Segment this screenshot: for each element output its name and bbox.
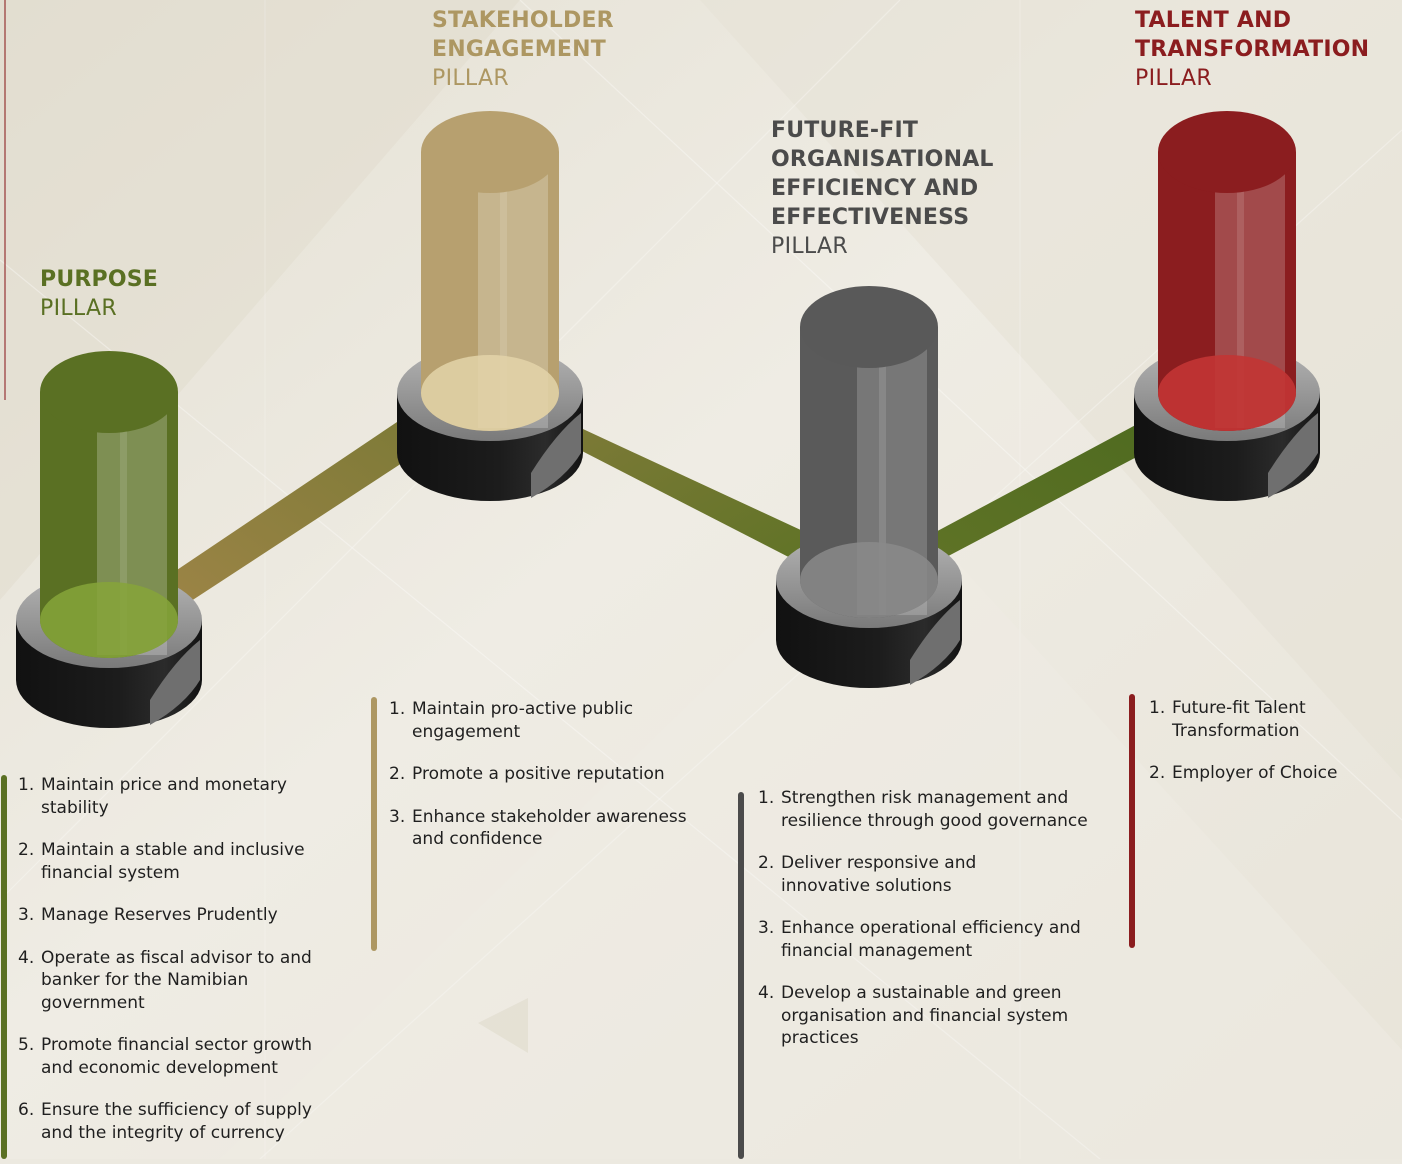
item-number: 2.	[1149, 763, 1166, 783]
list-item: 1. Maintain price and monetary stability	[18, 774, 348, 819]
item-number: 1.	[18, 775, 35, 795]
item-text: Promote financial sector growth and econ…	[41, 1035, 313, 1078]
item-text: Enhance stakeholder awareness and confid…	[412, 806, 687, 850]
item-number: 4.	[758, 983, 775, 1003]
list-item: 1. Strengthen risk management and resilie…	[758, 787, 1091, 832]
item-text: Deliver responsive and innovative soluti…	[781, 853, 977, 896]
accent-bar-purpose	[1, 775, 7, 1159]
pillar-kind: PILLAR	[771, 234, 848, 259]
list-item: 3. Manage Reserves Prudently	[18, 904, 348, 927]
item-text: Ensure the sufficiency of supply and the…	[41, 1100, 312, 1143]
accent-bar-efficiency	[738, 792, 744, 1159]
list-item: 3. Enhance operational efficiency and fin…	[758, 917, 1101, 962]
accent-bar-stakeholder	[371, 697, 377, 951]
list-item: 3. Enhance stakeholder awareness and conf…	[389, 806, 692, 851]
item-text: Operate as fiscal advisor to and banker …	[41, 947, 312, 1013]
item-text: Maintain a stable and inclusive financia…	[41, 840, 305, 883]
item-text: Manage Reserves Prudently	[41, 905, 278, 925]
pillar-title-talent: TALENT AND TRANSFORMATION PILLAR	[1135, 6, 1369, 93]
connector-stakeholder-efficiency	[570, 423, 818, 568]
item-text: Strengthen risk management and resilienc…	[781, 788, 1088, 831]
item-number: 1.	[1149, 698, 1166, 718]
item-text: Maintain price and monetary stability	[41, 775, 287, 818]
objectives-purpose: 1.Maintain price and monetary stability …	[18, 774, 348, 1164]
connector-purpose-stakeholder	[165, 420, 425, 605]
list-item: 4. Operate as fiscal advisor to and banke…	[18, 947, 331, 1015]
pillar-cylinder-talent	[1134, 111, 1320, 501]
pillar-title-stakeholder: STAKEHOLDER ENGAGEMENT PILLAR	[432, 6, 614, 93]
item-text: Employer of Choice	[1172, 763, 1338, 783]
accent-bar-talent	[1129, 694, 1135, 948]
pillar-title-efficiency: FUTURE-FIT ORGANISATIONAL EFFICIENCY AND…	[771, 116, 994, 261]
item-number: 1.	[758, 788, 775, 808]
list-item: 1. Future-fit Talent Transformation	[1149, 697, 1357, 742]
item-text: Promote a positive reputation	[412, 764, 665, 784]
item-number: 6.	[18, 1100, 35, 1120]
list-item: 5. Promote financial sector growth and ec…	[18, 1034, 348, 1079]
list-item: 1. Maintain pro-active public engagement	[389, 698, 682, 743]
pillar-cylinder-stakeholder	[397, 111, 583, 501]
item-text: Enhance operational efficiency and finan…	[781, 918, 1081, 961]
list-item: 2. Maintain a stable and inclusive financ…	[18, 839, 348, 884]
item-text: Develop a sustainable and green organisa…	[781, 983, 1069, 1048]
item-number: 5.	[18, 1035, 35, 1055]
objectives-stakeholder: 1.Maintain pro-active public engagement …	[389, 698, 699, 871]
pillar-kind: PILLAR	[1135, 66, 1212, 91]
item-text: Future-fit Talent Transformation	[1172, 698, 1306, 741]
connector-efficiency-talent	[930, 420, 1150, 563]
list-item: 2. Deliver responsive and innovative solu…	[758, 852, 1031, 897]
pillar-name: PURPOSE	[40, 267, 159, 292]
item-number: 4.	[18, 947, 35, 968]
pillar-cylinder-efficiency	[776, 286, 962, 688]
pillar-kind: PILLAR	[40, 296, 117, 321]
connectors	[165, 420, 1150, 605]
item-number: 2.	[18, 840, 35, 860]
list-item: 4. Develop a sustainable and green organi…	[758, 982, 1116, 1050]
pillar-name: STAKEHOLDER ENGAGEMENT	[432, 8, 614, 62]
item-number: 3.	[758, 918, 775, 938]
list-item: 2. Employer of Choice	[1149, 762, 1389, 785]
item-number: 1.	[389, 699, 406, 719]
objectives-talent: 1. Future-fit Talent Transformation 2. Emp…	[1149, 697, 1389, 805]
pillar-kind: PILLAR	[432, 66, 509, 91]
pillar-title-purpose: PURPOSE PILLAR	[40, 265, 158, 323]
item-number: 2.	[389, 764, 406, 784]
pillar-name: FUTURE-FIT ORGANISATIONAL EFFICIENCY AND…	[771, 118, 994, 230]
item-number: 3.	[18, 905, 35, 925]
objectives-efficiency: 1. Strengthen risk management and resilie…	[758, 787, 1093, 1070]
item-number: 2.	[758, 853, 775, 873]
item-number: 3.	[389, 806, 406, 827]
list-item: 6. Ensure the sufficiency of supply and t…	[18, 1099, 348, 1144]
item-text: Maintain pro-active public engagement	[412, 699, 634, 742]
pillar-name: TALENT AND TRANSFORMATION	[1135, 8, 1370, 62]
pillar-cylinder-purpose	[16, 351, 202, 728]
list-item: 2. Promote a positive reputation	[389, 763, 699, 786]
